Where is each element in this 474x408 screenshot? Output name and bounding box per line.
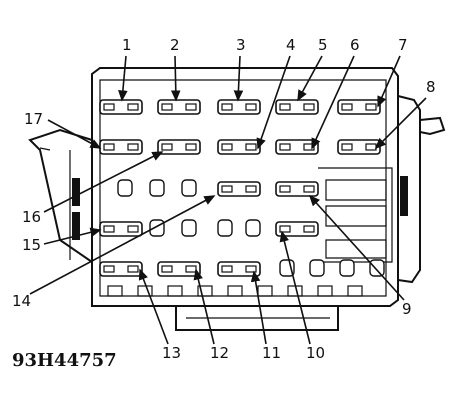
- fuse-r0-c1: [157, 99, 201, 115]
- callout-2: 2: [170, 36, 180, 54]
- fuse-r1-c3: [275, 139, 319, 155]
- fuse-grid: [99, 99, 385, 297]
- callout-3: 3: [236, 36, 246, 54]
- leader-9: [308, 194, 405, 301]
- terminal-tab: [227, 285, 243, 297]
- callout-17: 17: [24, 110, 43, 128]
- callout-7: 7: [398, 36, 408, 54]
- fuse-r2-c2: [217, 181, 261, 197]
- fuse-r3-c0: [99, 221, 143, 237]
- leader-6: [311, 55, 355, 150]
- fuse-r0-c2: [217, 99, 261, 115]
- callout-16: 16: [22, 208, 41, 226]
- leader-7: [377, 55, 401, 108]
- callout-14: 14: [12, 292, 31, 310]
- fuse-r0-c0: [99, 99, 143, 115]
- empty-socket-r2-1: [149, 179, 165, 197]
- empty-socket-r3-0: [149, 219, 165, 237]
- leader-15: [43, 227, 102, 245]
- leader-1: [118, 55, 128, 102]
- fuse-block-housing: [28, 67, 446, 331]
- callout-leaders: [29, 55, 427, 345]
- callout-9: 9: [402, 300, 412, 318]
- callout-10: 10: [306, 344, 325, 362]
- empty-socket-r3-1: [181, 219, 197, 237]
- callout-6: 6: [350, 36, 360, 54]
- fuse-r1-c0: [99, 139, 143, 155]
- fuse-r0-c3: [275, 99, 319, 115]
- empty-socket-r2-2: [181, 179, 197, 197]
- leader-3: [233, 55, 244, 102]
- callout-15: 15: [22, 236, 41, 254]
- callout-8: 8: [426, 78, 436, 96]
- callout-4: 4: [286, 36, 296, 54]
- leader-14: [29, 195, 216, 295]
- leader-12: [193, 268, 215, 345]
- empty-socket-r4-1: [309, 259, 325, 277]
- callout-1: 1: [122, 36, 132, 54]
- fuse-r0-c4: [337, 99, 381, 115]
- callout-13: 13: [162, 344, 181, 362]
- terminal-tab: [137, 285, 153, 297]
- fuse-r1-c2: [217, 139, 261, 155]
- empty-socket-r3-3: [245, 219, 261, 237]
- empty-socket-r2-0: [117, 179, 133, 197]
- leader-8: [374, 97, 427, 150]
- terminal-tab: [197, 285, 213, 297]
- leader-16: [43, 151, 164, 213]
- callout-12: 12: [210, 344, 229, 362]
- terminal-tab: [317, 285, 333, 297]
- terminal-tab: [287, 285, 303, 297]
- fuse-r1-c4: [337, 139, 381, 155]
- fuse-r4-c0: [99, 261, 143, 277]
- callout-5: 5: [318, 36, 328, 54]
- leader-10: [279, 230, 311, 345]
- terminal-tab: [347, 285, 363, 297]
- terminal-tab: [167, 285, 183, 297]
- leader-2: [170, 55, 181, 102]
- leader-5: [297, 55, 323, 102]
- empty-socket-r4-3: [369, 259, 385, 277]
- callout-11: 11: [262, 344, 281, 362]
- fuse-r2-c3: [275, 181, 319, 197]
- fuse-r4-c1: [157, 261, 201, 277]
- terminal-tab: [257, 285, 273, 297]
- figure-code: 93H44757: [12, 350, 117, 371]
- leader-4: [256, 55, 291, 150]
- empty-socket-r3-2: [217, 219, 233, 237]
- leader-13: [138, 268, 169, 345]
- fuse-r1-c1: [157, 139, 201, 155]
- leader-11: [250, 270, 267, 345]
- terminal-tab: [107, 285, 123, 297]
- leader-17: [47, 119, 102, 149]
- empty-socket-r4-2: [339, 259, 355, 277]
